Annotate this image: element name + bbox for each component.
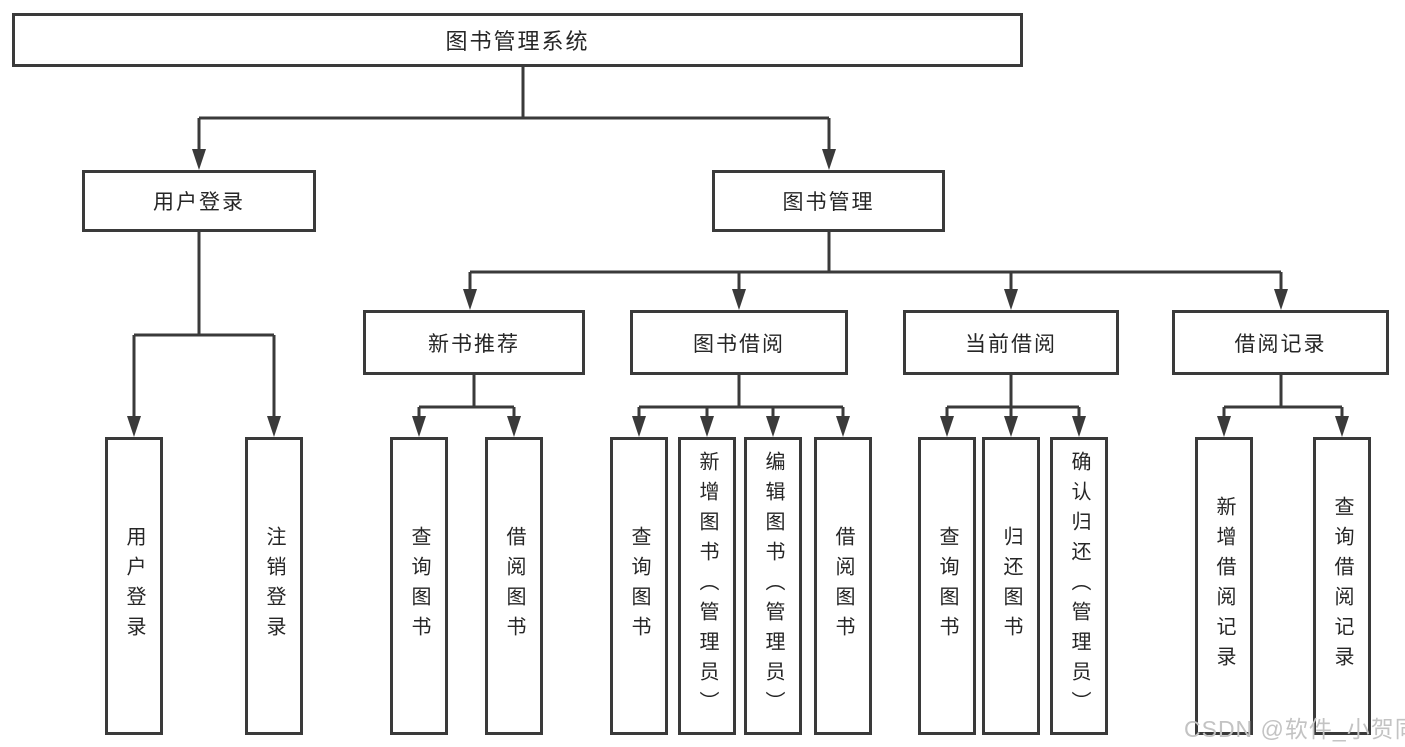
node-label: 当前借阅	[965, 332, 1057, 356]
node-label: 借阅图书	[503, 526, 525, 646]
node-leaf-query-books-recommend: 查询图书	[390, 437, 448, 735]
node-label: 查询图书	[936, 526, 958, 646]
node-library-management-system: 图书管理系统	[12, 13, 1023, 67]
node-leaf-query-books-current: 查询图书	[918, 437, 976, 735]
node-leaf-logout: 注销登录	[245, 437, 303, 735]
node-label: 编辑图书（管理员）	[762, 451, 784, 721]
node-label: 图书管理	[782, 191, 875, 214]
node-label: 查询图书	[628, 526, 650, 646]
node-leaf-borrow-books-recommend: 借阅图书	[485, 437, 543, 735]
node-label: 新书推荐	[428, 332, 520, 356]
node-label: 用户登录	[153, 191, 245, 214]
node-label: 注销登录	[263, 526, 285, 646]
node-book-borrowing: 图书借阅	[630, 310, 848, 375]
node-book-management: 图书管理	[712, 170, 945, 232]
node-label: 新增图书（管理员）	[696, 451, 718, 721]
node-leaf-return-book: 归还图书	[982, 437, 1040, 735]
node-leaf-query-borrow-record: 查询借阅记录	[1313, 437, 1371, 735]
node-label: 查询借阅记录	[1331, 496, 1353, 676]
node-current-borrowing: 当前借阅	[903, 310, 1119, 375]
node-label: 查询图书	[408, 526, 430, 646]
node-new-book-recommendation: 新书推荐	[363, 310, 585, 375]
node-label: 用户登录	[123, 526, 145, 646]
node-leaf-confirm-return-admin: 确认归还（管理员）	[1050, 437, 1108, 735]
node-label: 图书借阅	[693, 332, 785, 356]
node-borrowing-records: 借阅记录	[1172, 310, 1389, 375]
watermark: CSDN @软件_小贺同学	[1184, 716, 1405, 742]
node-label: 归还图书	[1000, 526, 1022, 646]
node-leaf-query-books-borrow: 查询图书	[610, 437, 668, 735]
node-leaf-add-borrow-record: 新增借阅记录	[1195, 437, 1253, 735]
node-label: 确认归还（管理员）	[1068, 451, 1090, 721]
node-label: 借阅图书	[832, 526, 854, 646]
node-label: 图书管理系统	[445, 29, 590, 54]
node-label: 借阅记录	[1234, 332, 1327, 356]
node-leaf-user-login: 用户登录	[105, 437, 163, 735]
node-user-login-group: 用户登录	[82, 170, 316, 232]
node-label: 新增借阅记录	[1213, 496, 1235, 676]
node-leaf-borrow-books: 借阅图书	[814, 437, 872, 735]
node-leaf-add-book-admin: 新增图书（管理员）	[678, 437, 736, 735]
node-leaf-edit-book-admin: 编辑图书（管理员）	[744, 437, 802, 735]
